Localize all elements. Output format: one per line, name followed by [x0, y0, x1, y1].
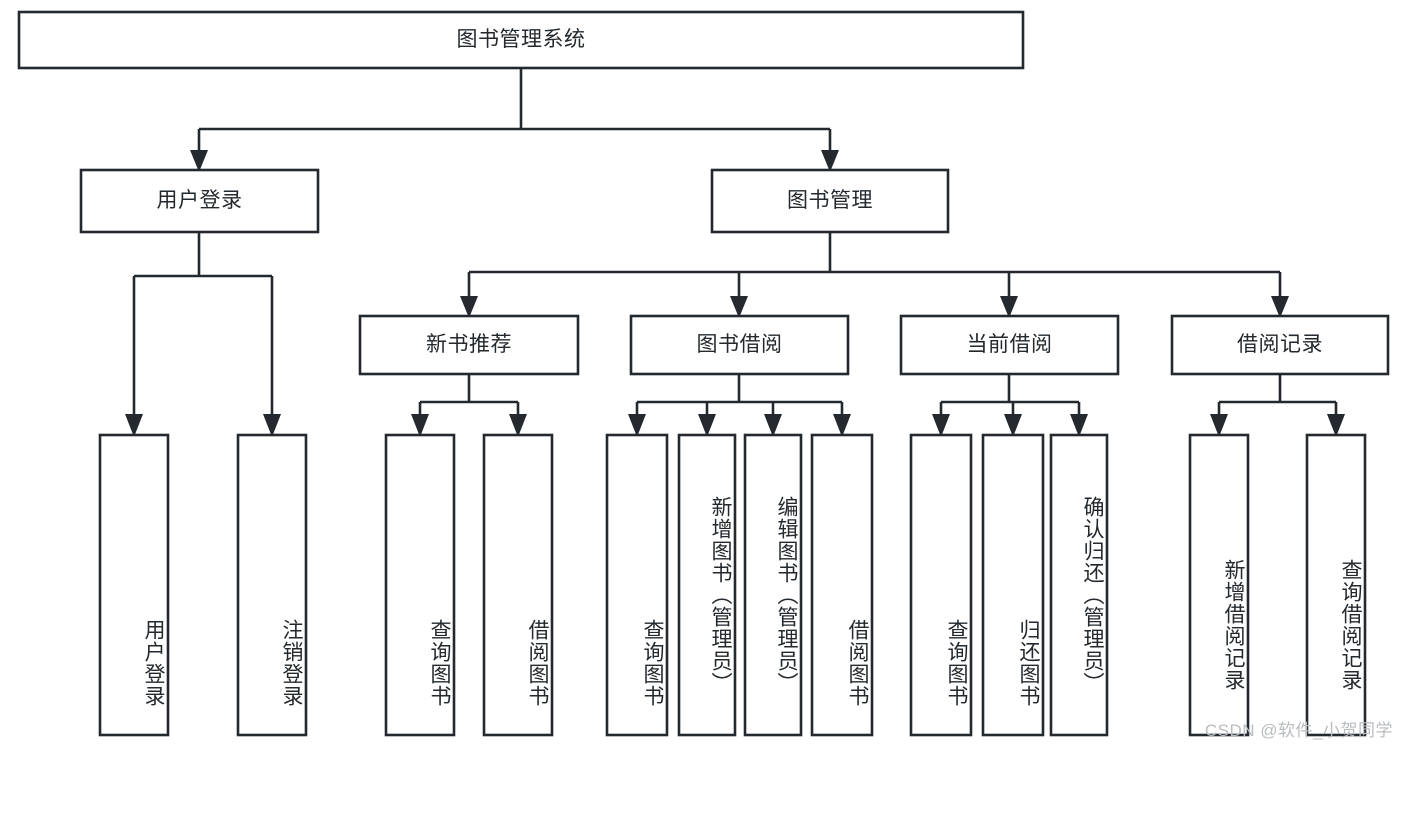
node-box-leaf-return-book[interactable] — [981, 433, 1045, 737]
flowchart-svg — [17, 10, 1390, 737]
node-box-leaf-user-login[interactable] — [98, 433, 170, 737]
csdn-watermark: CSDN @软件_小贺同学 — [1204, 721, 1393, 740]
node-box-leaf-borrow-book-1[interactable] — [482, 433, 554, 737]
node-box-root[interactable] — [17, 10, 1025, 70]
arrowhead-borrow — [730, 296, 748, 318]
arrowhead-leaf-add-book — [698, 414, 716, 437]
arrowheads — [125, 150, 1345, 437]
arrowhead-leaf-query-1 — [411, 414, 429, 437]
node-box-borrow-record[interactable] — [1170, 314, 1390, 376]
node-box-leaf-confirm-return[interactable] — [1049, 433, 1109, 737]
arrowhead-leaf-logout — [263, 414, 281, 437]
arrowhead-current — [1000, 296, 1018, 318]
arrowhead-leaf-confirm-return — [1070, 414, 1088, 437]
node-box-leaf-add-record[interactable] — [1188, 433, 1250, 737]
arrowhead-newbook — [460, 296, 478, 318]
arrowhead-leaf-edit-book — [764, 414, 782, 437]
arrowhead-leaf-query-2 — [628, 414, 646, 437]
arrowhead-leaf-user-login — [125, 414, 143, 437]
arrowhead-record — [1271, 296, 1289, 318]
node-box-leaf-query-book-3[interactable] — [909, 433, 973, 737]
node-box-leaf-query-book-2[interactable] — [605, 433, 669, 737]
node-box-user-login[interactable] — [79, 168, 320, 234]
flowchart-canvas: 图书管理系统 用户登录 图书管理 新书推荐 图书借阅 当前借阅 借阅记录 用户登… — [17, 10, 1393, 740]
arrowhead-leaf-borrow-2 — [833, 414, 851, 437]
node-boxes — [17, 10, 1390, 737]
node-box-leaf-query-book-1[interactable] — [384, 433, 456, 737]
node-box-leaf-add-book[interactable] — [677, 433, 737, 737]
node-box-leaf-borrow-book-2[interactable] — [810, 433, 874, 737]
node-box-leaf-edit-book[interactable] — [743, 433, 803, 737]
node-box-leaf-logout[interactable] — [236, 433, 308, 737]
arrowhead-leaf-query-record — [1327, 414, 1345, 437]
node-box-current-borrow[interactable] — [899, 314, 1120, 376]
arrowhead-leaf-add-record — [1210, 414, 1228, 437]
node-box-book-borrow[interactable] — [629, 314, 850, 376]
node-box-leaf-query-record[interactable] — [1305, 433, 1367, 737]
node-box-book-manage[interactable] — [710, 168, 950, 234]
arrowhead-leaf-borrow-1 — [509, 414, 527, 437]
arrowhead-bookmanage — [821, 150, 839, 172]
node-box-new-book-rec[interactable] — [358, 314, 580, 376]
arrowhead-userlogin — [190, 150, 208, 172]
arrowhead-leaf-query-3 — [932, 414, 950, 437]
arrowhead-leaf-return — [1004, 414, 1022, 437]
